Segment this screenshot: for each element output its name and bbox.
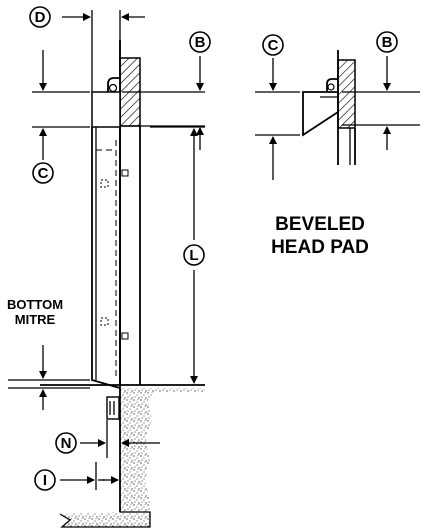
dimension-I xyxy=(60,462,119,490)
callout-L-text: L xyxy=(189,247,198,264)
callout-B-detail: B xyxy=(376,31,398,53)
beveled-title-line2: HEAD PAD xyxy=(271,237,369,258)
main-pad-elevation xyxy=(40,40,205,528)
bottom-mitre-label-line1: BOTTOM xyxy=(7,297,63,312)
callout-C-detail-text: C xyxy=(268,37,279,54)
dimension-B-detail xyxy=(342,56,420,150)
dimension-C-main xyxy=(32,50,90,160)
beveled-title-line1: BEVELED xyxy=(275,214,365,235)
callout-L: L xyxy=(183,244,205,266)
callout-I-text: I xyxy=(43,472,47,489)
callout-C-detail: C xyxy=(262,34,284,56)
dimension-L xyxy=(150,126,205,384)
dimension-bottom-mitre xyxy=(8,345,90,410)
dimension-C-detail xyxy=(255,58,300,180)
dimension-D xyxy=(62,10,145,92)
bottom-mitre-label-line2: MITRE xyxy=(15,312,56,327)
callout-D-text: D xyxy=(35,9,46,26)
callout-N: N xyxy=(55,432,77,454)
callout-B-detail-text: B xyxy=(382,34,393,51)
beveled-head-pad-detail xyxy=(302,50,356,165)
callout-C-main-text: C xyxy=(38,165,49,182)
callout-I: I xyxy=(34,469,56,491)
callout-D: D xyxy=(29,6,51,28)
dimension-B-main xyxy=(122,56,205,150)
dimension-N xyxy=(80,420,160,458)
callout-N-text: N xyxy=(61,435,72,452)
callout-B-main-text: B xyxy=(195,34,206,51)
callout-B-main: B xyxy=(189,31,211,53)
callout-C-main: C xyxy=(32,162,54,184)
